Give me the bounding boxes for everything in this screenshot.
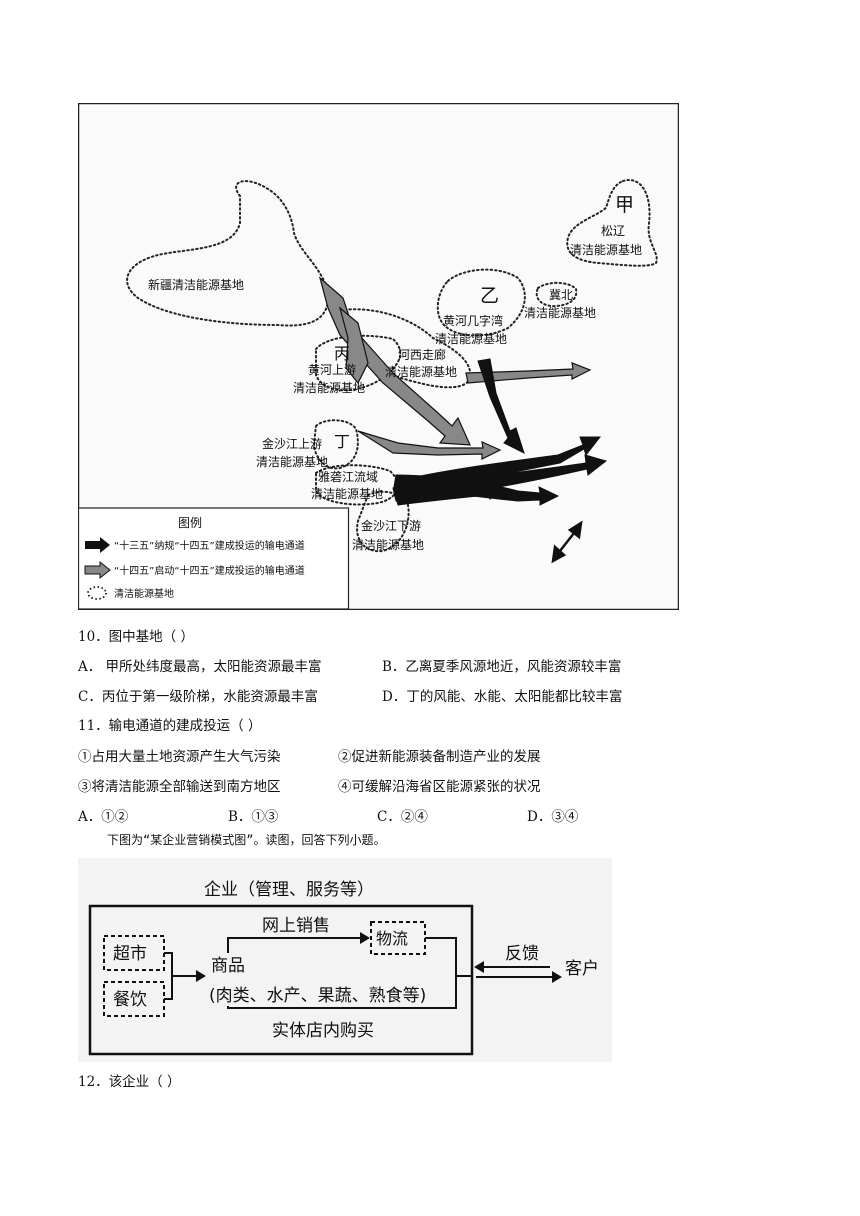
label-ding-line2: 清洁能源基地 xyxy=(256,455,328,469)
ding-base-outline xyxy=(312,419,359,470)
to-customer-path xyxy=(227,937,472,1009)
source-bracket-arrow xyxy=(164,952,200,1000)
label-yi-line1: 黄河几字湾 xyxy=(443,313,503,328)
energy-base-map: 甲 松辽 清洁能源基地 新疆清洁能源基地 乙 黄河几字湾 清洁能源基地 冀北 清… xyxy=(78,103,679,610)
q10-option-b: B．乙离夏季风源地近，风能资源较丰富 xyxy=(382,659,622,675)
instore-purchase-label: 实体店内购买 xyxy=(272,1021,374,1041)
legend-item-3: 清洁能源基地 xyxy=(114,587,174,600)
q11-statement-2: ②促进新能源装备制造产业的发展 xyxy=(338,749,541,765)
question-12-stem: 12．该企业（ ） xyxy=(78,1074,181,1090)
label-jinxia-line2: 清洁能源基地 xyxy=(352,538,424,552)
goods-detail-label: (肉类、水产、果蔬、熟食等) xyxy=(209,985,426,1006)
yi-base-outline xyxy=(436,268,526,337)
gray-arrow-hexi xyxy=(465,362,592,384)
map-legend: 图例 “十三五”纳规“十四五”建成投运的输电通道 “十四五”启动“十四五”建成投… xyxy=(78,507,350,610)
customer-label: 客户 xyxy=(565,959,599,979)
jinxia-base-outline xyxy=(356,490,410,553)
jibei-base-outline xyxy=(535,281,578,308)
label-bing-line2: 清洁能源基地 xyxy=(293,381,365,395)
online-sales-label: 网上销售 xyxy=(262,916,330,936)
legend-item-2: “十四五”启动“十四五”建成投运的输电通道 xyxy=(114,564,305,577)
double-headed-arrow-icon xyxy=(551,520,583,564)
jia-base-outline xyxy=(566,179,658,267)
q11-statement-4: ④可缓解沿海省区能源紧张的状况 xyxy=(338,779,541,795)
feedback-double-arrow xyxy=(476,966,554,978)
label-jia-char: 甲 xyxy=(615,194,634,216)
logistics-label: 物流 xyxy=(376,929,408,948)
label-xinjiang: 新疆清洁能源基地 xyxy=(148,277,244,292)
label-jinxia-line1: 金沙江下游 xyxy=(361,518,421,533)
label-yalong-line2: 清洁能源基地 xyxy=(311,487,383,501)
goods-label: 商品 xyxy=(211,956,245,976)
legend-black-arrow-icon xyxy=(85,537,110,553)
q11-option-c: C．②④ xyxy=(377,809,428,825)
q11-statement-1: ①占用大量土地资源产生大气污染 xyxy=(78,749,281,765)
question-11-stem: 11．输电通道的建成投运（ ） xyxy=(78,718,262,734)
xinjiang-base-outline xyxy=(126,180,330,327)
arrow-head-customer-icon xyxy=(552,971,562,983)
marketing-model-diagram: 企业（管理、服务等） 超市 餐饮 商品 (肉类、水产、果蔬、熟食等) 网上销售 … xyxy=(78,858,612,1062)
enterprise-box xyxy=(88,904,474,1056)
label-jia-line2: 清洁能源基地 xyxy=(570,243,642,257)
black-arrow-yi xyxy=(477,358,525,454)
q11-option-d: D．③④ xyxy=(527,809,579,825)
label-yi-line2: 清洁能源基地 xyxy=(435,332,507,346)
label-bing-line1: 黄河上游 xyxy=(308,363,356,377)
label-ding-char: 丁 xyxy=(334,432,350,451)
diagram-canvas: 企业（管理、服务等） 超市 餐饮 商品 (肉类、水产、果蔬、熟食等) 网上销售 … xyxy=(88,880,599,1056)
supermarket-label: 超市 xyxy=(113,944,147,964)
enterprise-title: 企业（管理、服务等） xyxy=(204,880,374,900)
q10-option-c: C．丙位于第一级阶梯，水能资源最丰富 xyxy=(78,689,318,705)
gray-arrow-ding xyxy=(357,430,502,460)
q10-option-a: A． 甲所处纬度最高，太阳能资源最丰富 xyxy=(78,659,322,675)
question-10-stem: 10．图中基地（ ） xyxy=(78,629,194,645)
intro-text: 下图为“某企业营销模式图”。读图，回答下列小题。 xyxy=(107,833,386,847)
legend-gray-arrow-icon xyxy=(84,560,111,580)
q11-statement-3: ③将清洁能源全部输送到南方地区 xyxy=(78,779,281,795)
label-ding-line1: 金沙江上游 xyxy=(262,436,322,451)
label-jia-line1: 松辽 xyxy=(601,224,625,238)
label-jibei-line2: 清洁能源基地 xyxy=(524,306,596,320)
label-yi-char: 乙 xyxy=(480,285,499,307)
gray-arrow-bing xyxy=(338,306,369,385)
feedback-label: 反馈 xyxy=(505,944,539,964)
legend-base-outline-icon xyxy=(87,586,107,600)
arrow-head-to-goods-icon xyxy=(196,970,206,982)
catering-label: 餐饮 xyxy=(113,990,147,1010)
label-yalong-line1: 雅砻江流域 xyxy=(318,469,378,484)
q11-option-a: A．①② xyxy=(78,809,129,825)
arrow-head-feedback-icon xyxy=(474,961,484,973)
label-hexi-line1: 河西走廊 xyxy=(398,347,446,362)
map-canvas: 甲 松辽 清洁能源基地 新疆清洁能源基地 乙 黄河几字湾 清洁能源基地 冀北 清… xyxy=(78,103,679,610)
online-sales-path xyxy=(227,937,362,953)
q10-option-d: D．丁的风能、水能、太阳能都比较丰富 xyxy=(382,689,623,705)
legend-item-1: “十三五”纳规“十四五”建成投运的输电通道 xyxy=(114,539,305,552)
label-bing-char: 丙 xyxy=(334,344,350,363)
arrow-head-to-logistics-icon xyxy=(360,932,370,944)
legend-title: 图例 xyxy=(178,516,202,530)
label-jibei-line1: 冀北 xyxy=(549,288,573,302)
q11-option-b: B．①③ xyxy=(228,809,279,825)
label-hexi-line2: 清洁能源基地 xyxy=(385,365,457,379)
black-arrow-main-4 xyxy=(395,480,503,506)
